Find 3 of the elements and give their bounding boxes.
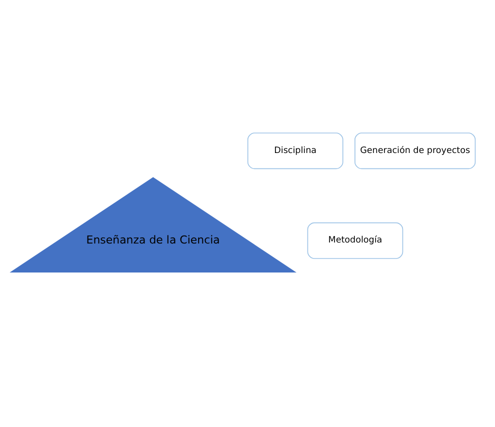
node-box: Disciplina [247, 132, 344, 169]
node-box: Metodología [307, 222, 404, 258]
node-box: Generación de proyectos [354, 132, 476, 169]
